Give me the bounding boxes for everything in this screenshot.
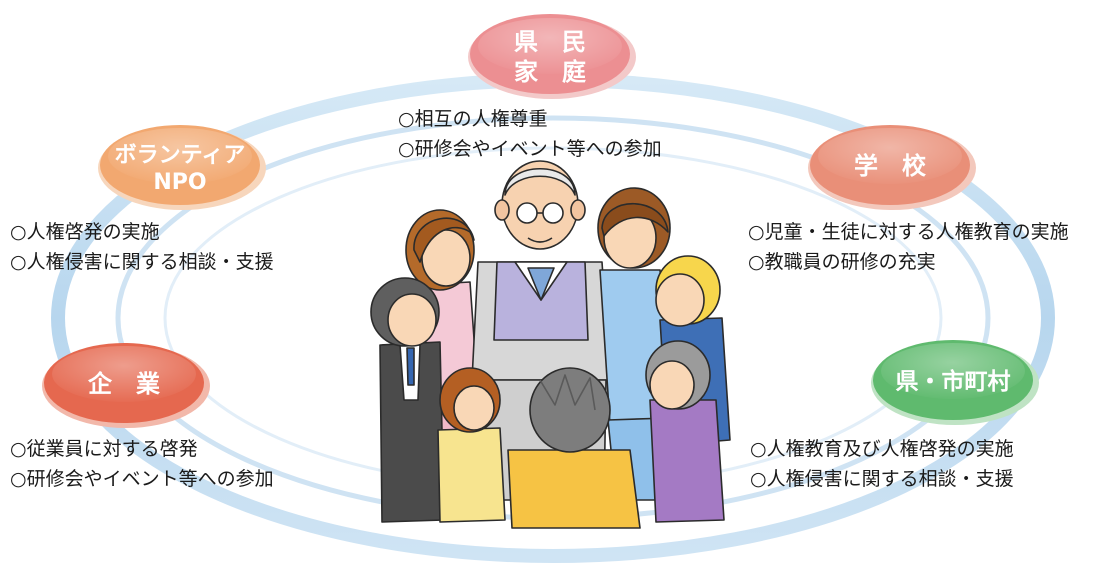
volunteer-items: ○人権啓発の実施 ○人権侵害に関する相談・支援 xyxy=(10,221,274,273)
pill-municipality-title: 県・市町村 xyxy=(896,368,1011,395)
pill-municipality: 県・市町村 xyxy=(871,340,1039,425)
girl-front-figure xyxy=(437,367,506,523)
company-item-2: ○研修会やイベント等への参加 xyxy=(10,468,274,490)
pill-volunteer: ボランティア NPO xyxy=(98,125,266,210)
volunteer-item-2: ○人権侵害に関する相談・支援 xyxy=(10,251,274,273)
pill-school: 学 校 xyxy=(808,125,976,210)
company-item-1: ○従業員に対する啓発 xyxy=(10,438,198,460)
boy-back-figure xyxy=(507,367,641,529)
pill-kenmin: 県 民 家 庭 xyxy=(468,14,636,99)
old-lady-figure xyxy=(645,340,725,523)
people-circle-illustration xyxy=(370,160,731,529)
municipality-items: ○人権教育及び人権啓発の実施 ○人権侵害に関する相談・支援 xyxy=(750,438,1014,490)
school-item-2: ○教職員の研修の充実 xyxy=(748,251,936,273)
pill-kenmin-title-2: 家 庭 xyxy=(514,58,586,86)
kenmin-items: ○相互の人権尊重 ○研修会やイベント等への参加 xyxy=(398,108,662,160)
volunteer-item-1: ○人権啓発の実施 xyxy=(10,221,160,243)
pill-volunteer-title-2: NPO xyxy=(153,170,206,195)
school-item-1: ○児童・生徒に対する人権教育の実施 xyxy=(748,221,1069,243)
pill-school-title: 学 校 xyxy=(854,152,927,180)
municipality-item-2: ○人権侵害に関する相談・支援 xyxy=(750,468,1014,490)
school-items: ○児童・生徒に対する人権教育の実施 ○教職員の研修の充実 xyxy=(748,221,1069,273)
kenmin-item-1: ○相互の人権尊重 xyxy=(398,108,548,130)
pill-volunteer-title-1: ボランティア xyxy=(115,143,246,168)
municipality-item-1: ○人権教育及び人権啓発の実施 xyxy=(750,438,1014,460)
pill-kenmin-title-1: 県 民 xyxy=(514,28,586,56)
company-items: ○従業員に対する啓発 ○研修会やイベント等への参加 xyxy=(10,438,274,490)
pill-company-title: 企 業 xyxy=(88,370,160,398)
businessman-figure xyxy=(370,277,445,523)
pill-company: 企 業 xyxy=(42,343,210,428)
kenmin-item-2: ○研修会やイベント等への参加 xyxy=(398,138,662,160)
